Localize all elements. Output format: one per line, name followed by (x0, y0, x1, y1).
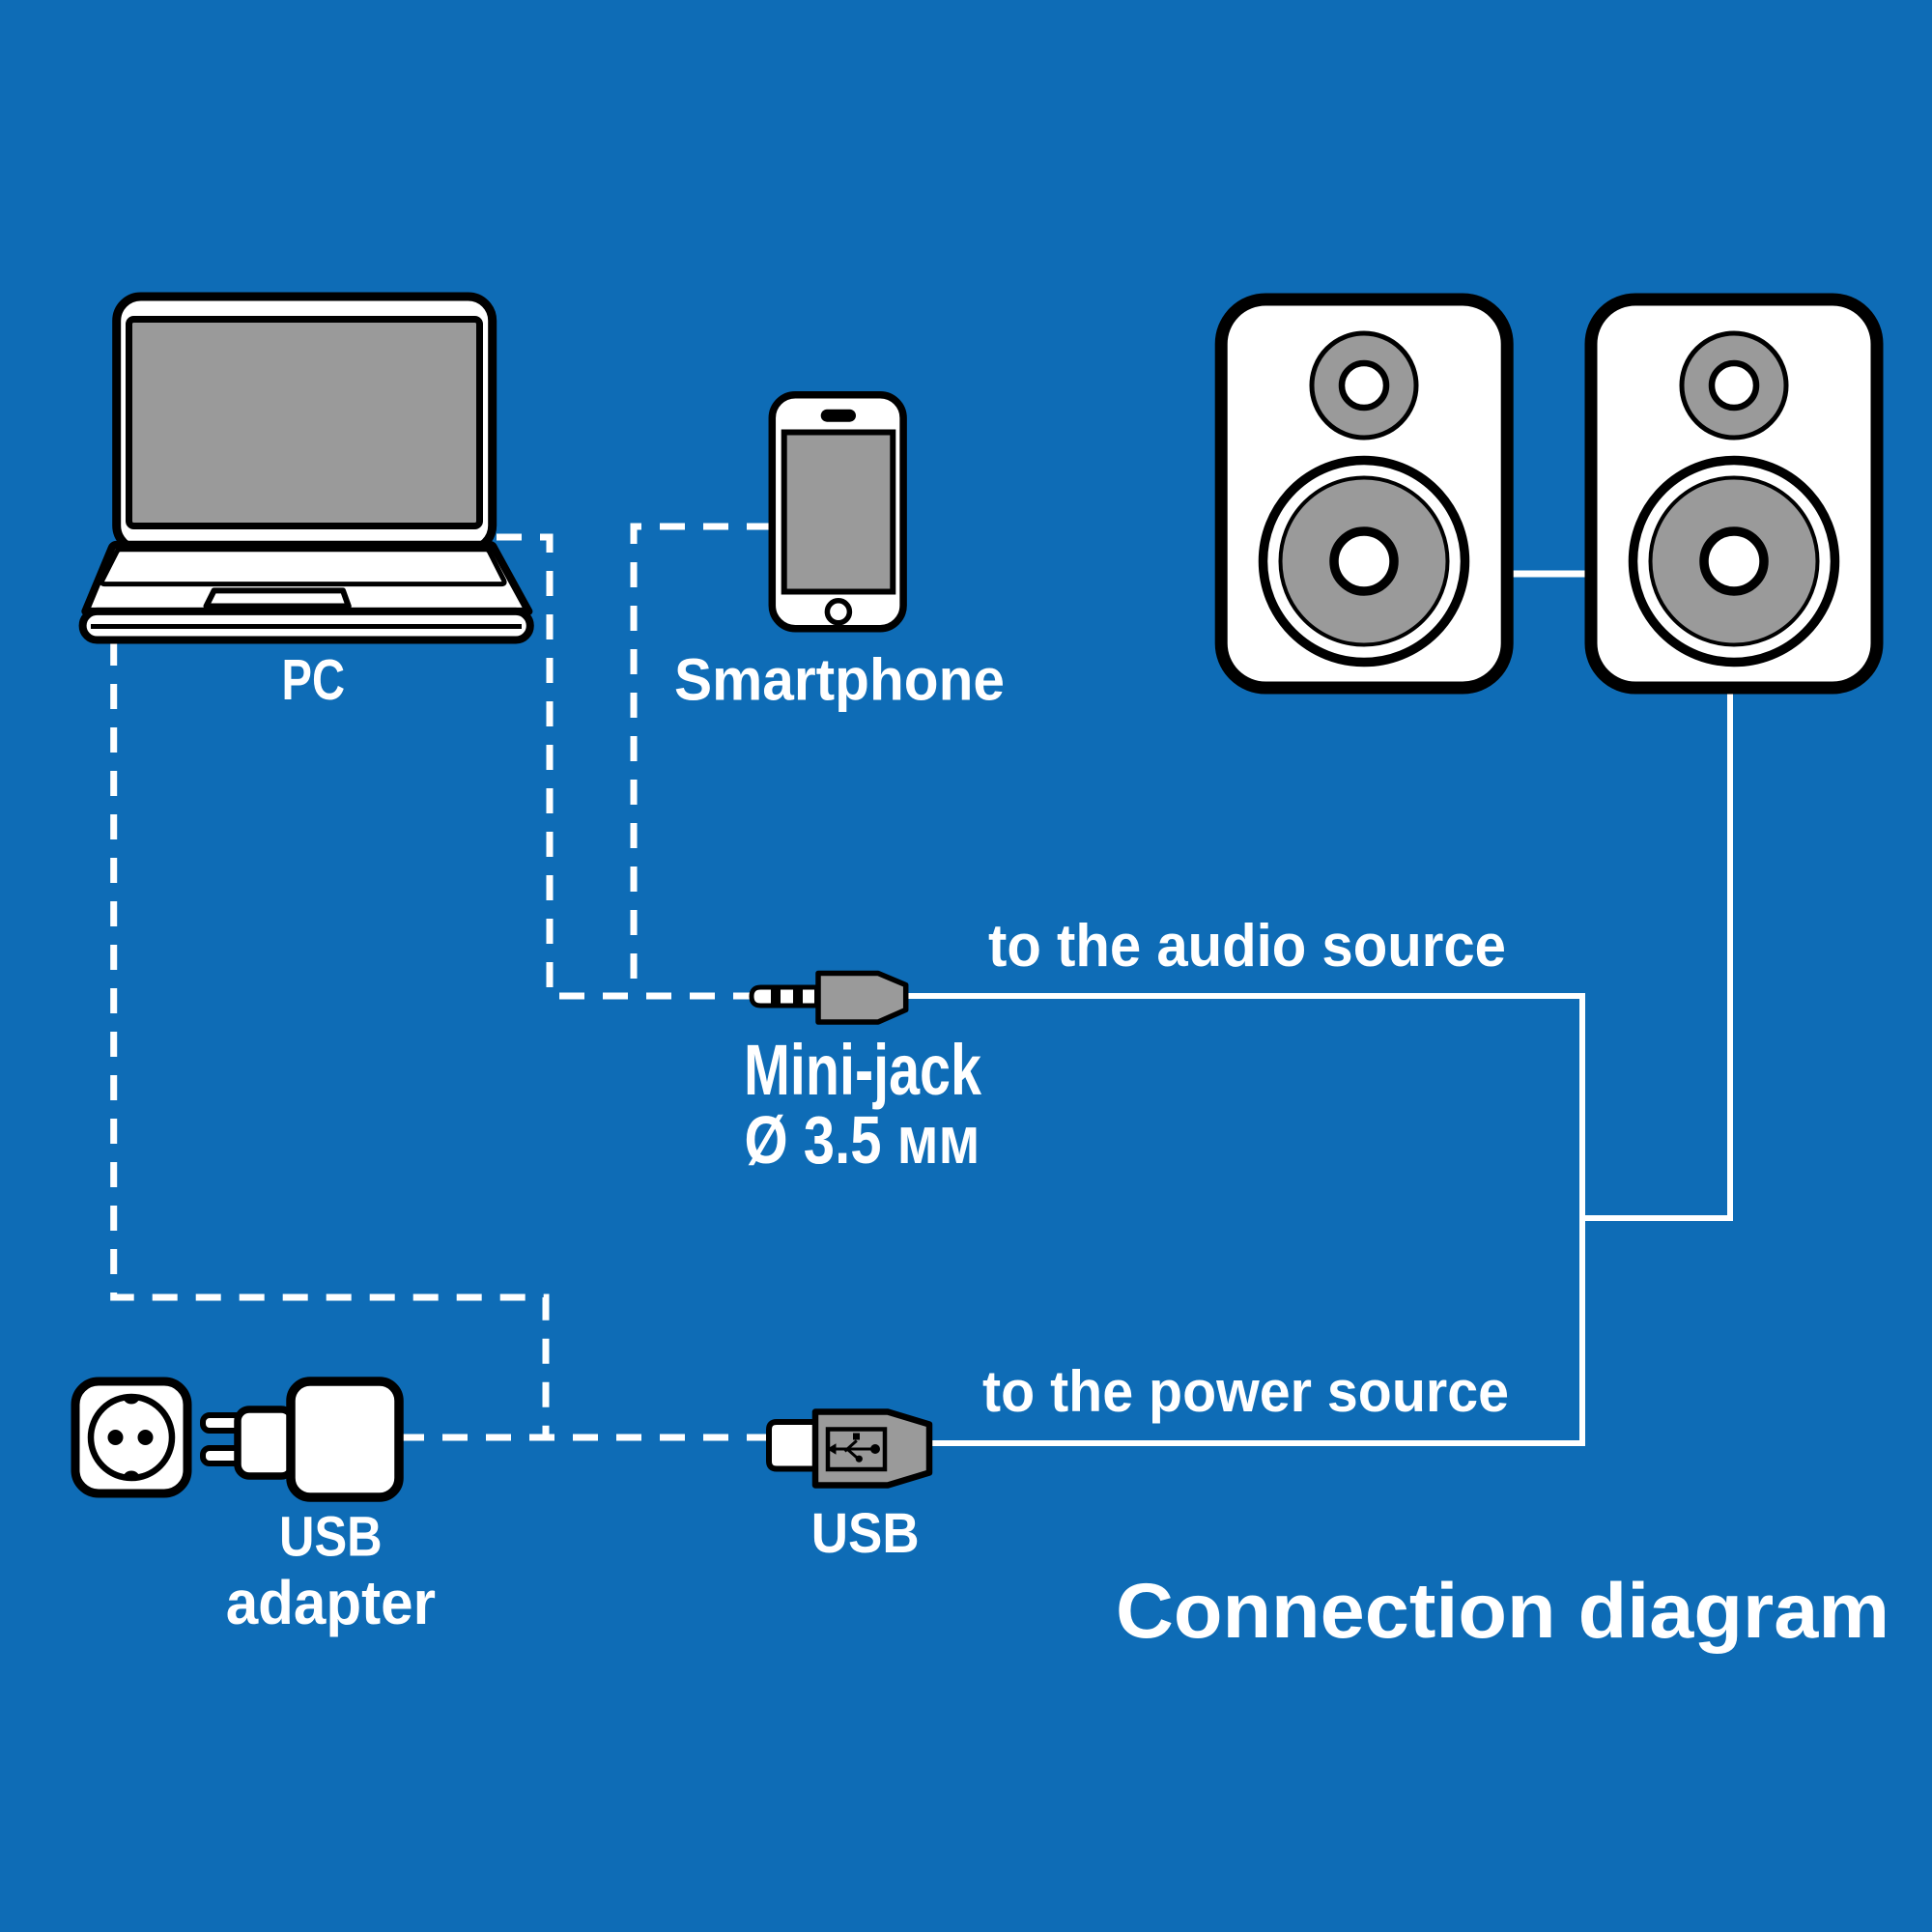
laptop-icon (78, 292, 534, 644)
pc-label: PC (282, 648, 346, 712)
usb-plug-tip (766, 1419, 820, 1472)
trident-lower-branch (845, 1447, 860, 1461)
cable-smartphone-to-minijack (630, 523, 772, 996)
cable-to-speaker (1582, 688, 1733, 1221)
left-speaker (1214, 293, 1514, 695)
right-speaker-woofer-cap (1699, 526, 1769, 596)
usb-adapter-icon (200, 1377, 404, 1502)
right-speaker-tweeter-dome (1708, 359, 1760, 412)
socket-notch-top (123, 1395, 140, 1405)
adapter-body (286, 1377, 404, 1502)
laptop-screen (126, 316, 483, 529)
minijack-label-line2: Ø 3.5 мм (745, 1102, 980, 1178)
left-speaker-tweeter-dome (1338, 359, 1390, 412)
right-speaker (1584, 293, 1884, 695)
speakers-icon (1214, 293, 1884, 695)
laptop-keyboard-area (99, 547, 507, 587)
laptop-touchpad (203, 587, 352, 610)
cable-pc-to-minijack (497, 533, 752, 1000)
power-source-hint: to the power source (982, 1359, 1509, 1424)
socket-notch-bottom (123, 1470, 140, 1480)
cables (110, 523, 1733, 1446)
smartphone-screen (781, 429, 896, 595)
trident-main-line (833, 1447, 876, 1451)
left-speaker-woofer-cap (1329, 526, 1399, 596)
smartphone-label: Smartphone (674, 647, 1005, 713)
usb-plug-label: USB (811, 1502, 920, 1565)
minijack-stripe-1 (771, 984, 781, 1009)
audio-source-hint: to the audio source (988, 913, 1506, 980)
usb-adapter-label-line1: USB (279, 1505, 383, 1568)
minijack-tip (749, 984, 822, 1009)
laptop-deck (81, 540, 533, 615)
trident-arrow (827, 1443, 837, 1455)
socket-hole-right (137, 1430, 154, 1445)
cable-pc-to-usb (110, 640, 550, 1437)
trident-circle-terminal (855, 1455, 863, 1463)
wall-socket-icon (71, 1377, 192, 1498)
minijack-body (815, 970, 909, 1025)
usb-trident-icon (827, 1433, 880, 1463)
socket-well (87, 1393, 176, 1482)
usb-adapter-label-line2: adapter (226, 1568, 436, 1637)
trident-square-terminal (853, 1433, 860, 1440)
smartphone-icon (768, 390, 907, 633)
socket-hole-left (107, 1430, 124, 1445)
minijack-icon (749, 970, 909, 1025)
smartphone-speaker-slit (820, 409, 856, 422)
page-title: Connection diagram (1116, 1568, 1889, 1655)
minijack-label-line1: Mini-jack (744, 1030, 982, 1110)
smartphone-home-button (824, 598, 853, 626)
minijack-stripe-2 (793, 984, 803, 1009)
adapter-plug (234, 1406, 297, 1480)
usb-plug-icon (766, 1408, 933, 1489)
